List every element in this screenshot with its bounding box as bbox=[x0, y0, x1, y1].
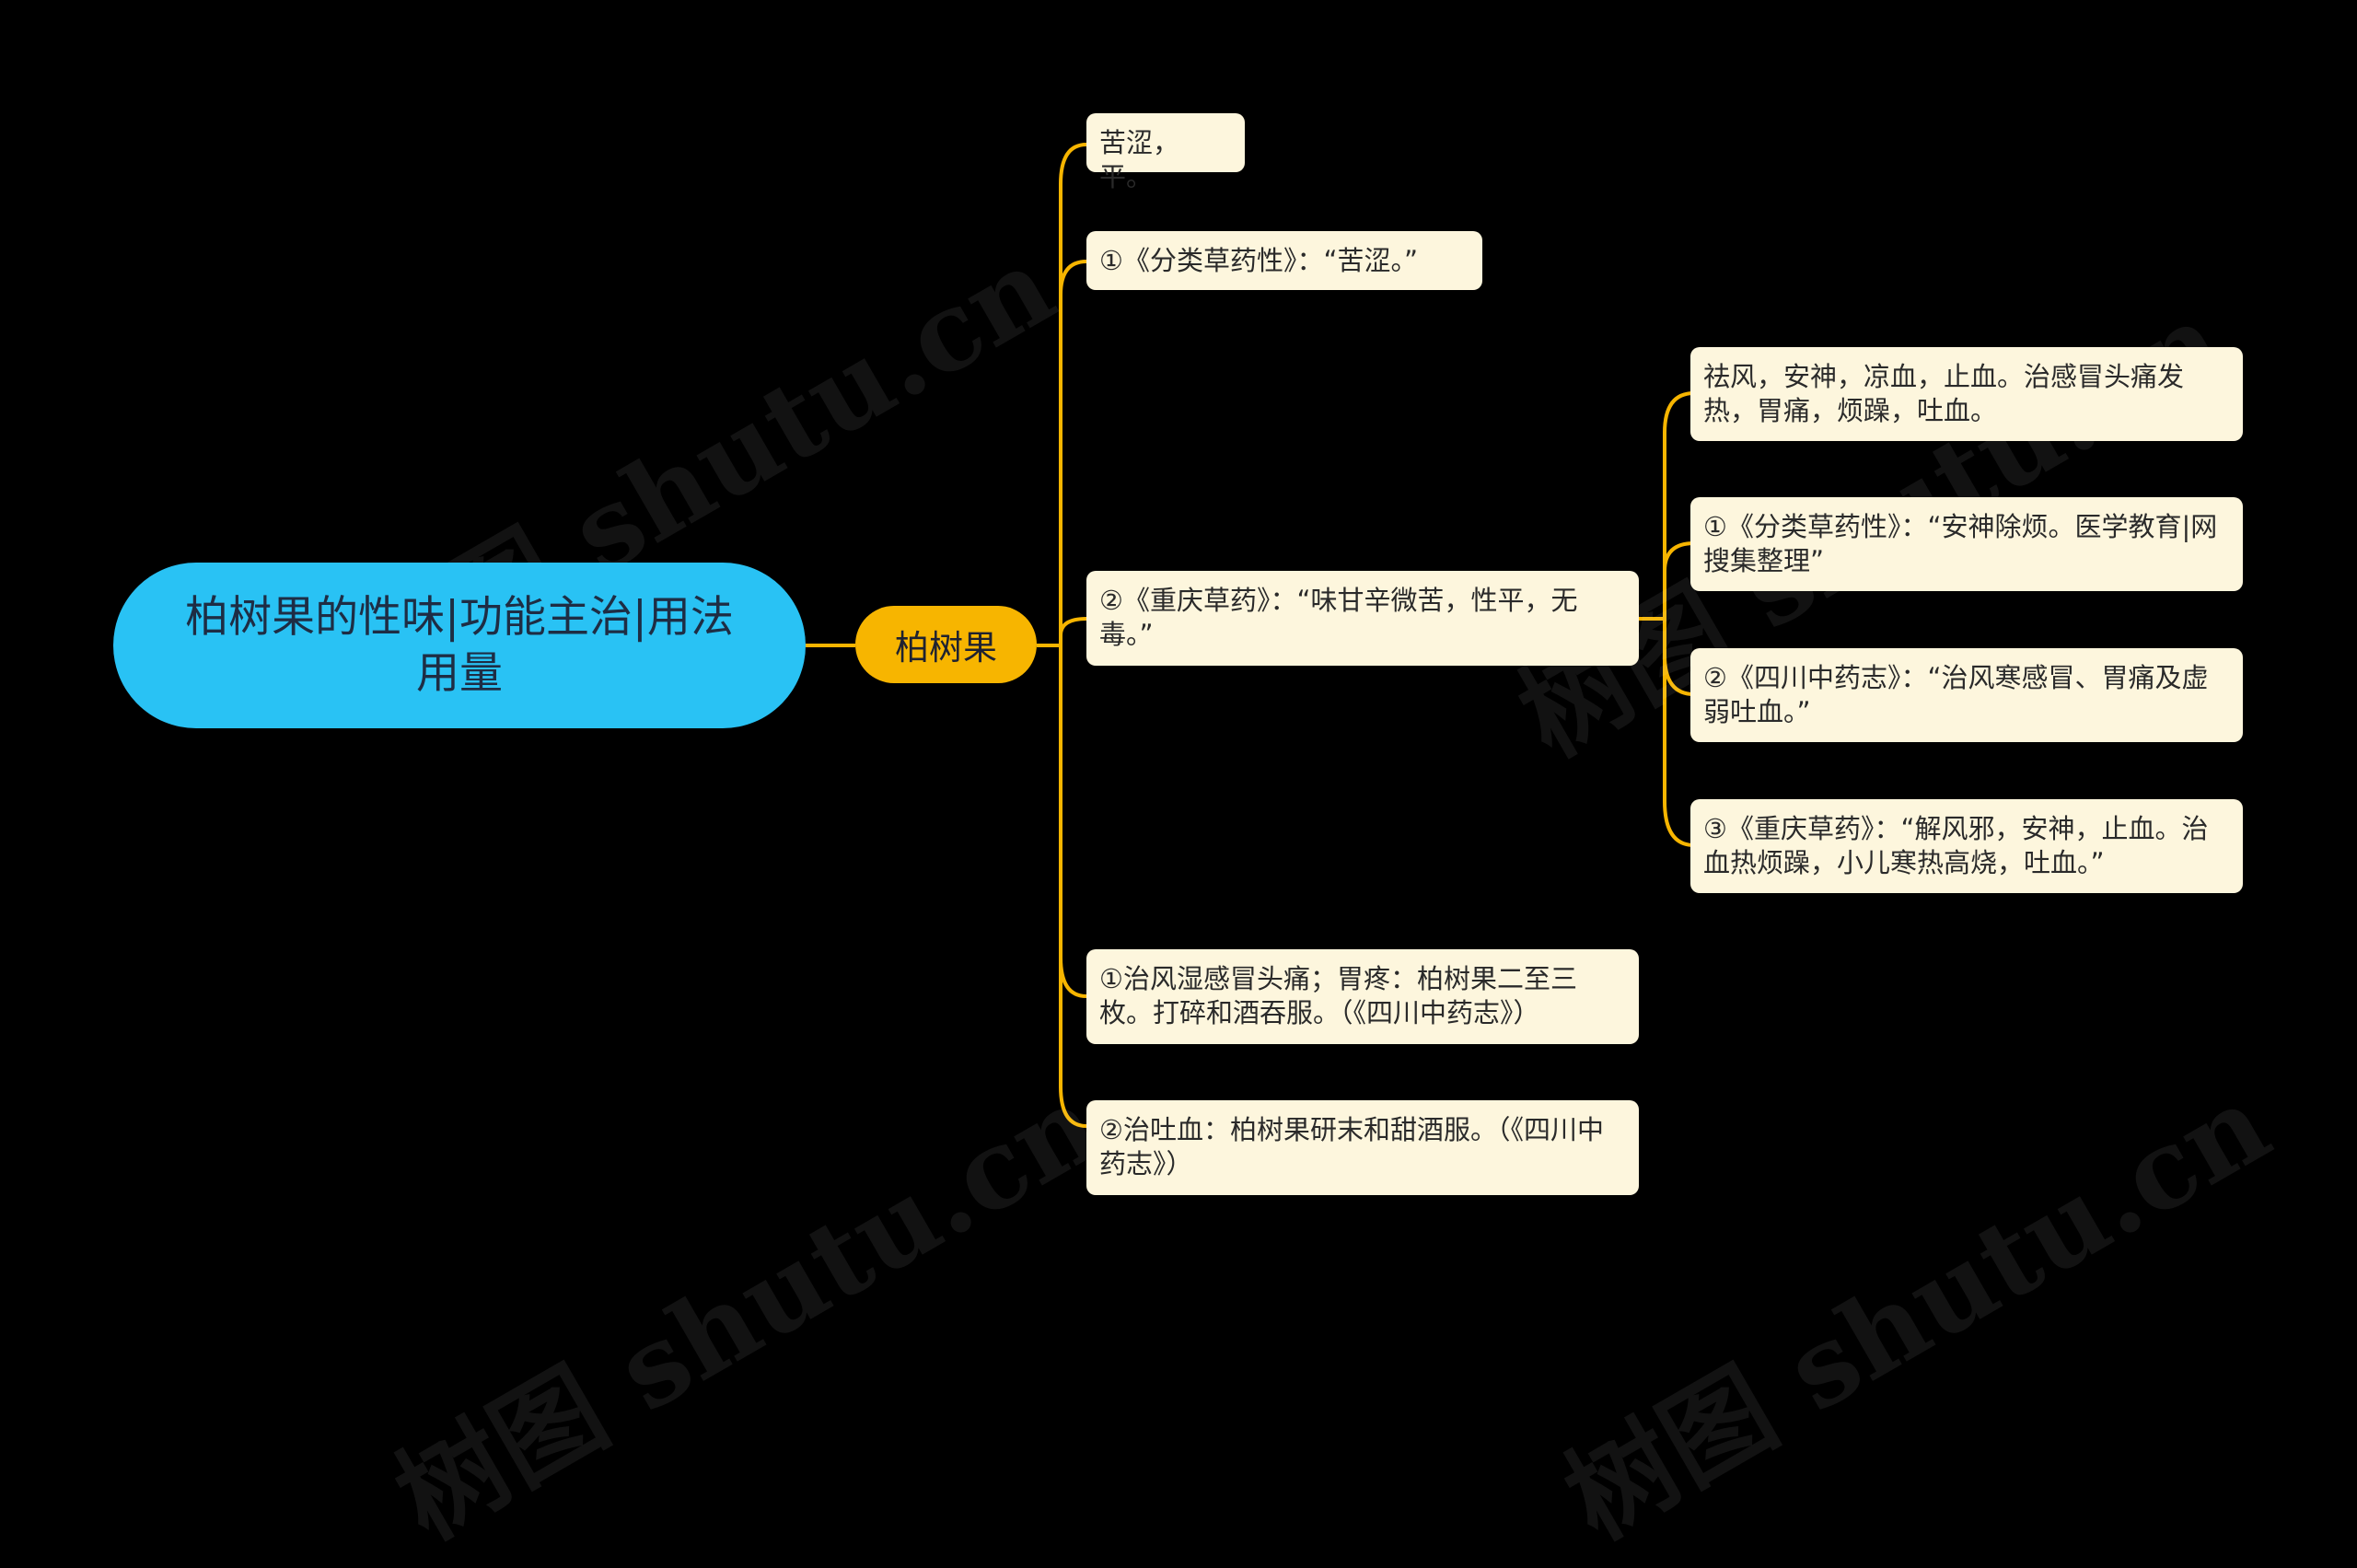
root-title: 柏树果的性味|功能主治|用法用量 bbox=[185, 592, 734, 699]
leaf-node[interactable]: ②治吐血：柏树果研末和甜酒服。（《四川中药志》） bbox=[1086, 1100, 1639, 1195]
subleaf-node[interactable]: 祛风，安神，凉血，止血。治感冒头痛发热，胃痛，烦躁，吐血。 bbox=[1690, 347, 2243, 441]
leaf-node[interactable]: 苦涩，平。 bbox=[1086, 113, 1245, 192]
leaf-node[interactable]: ①《分类草药性》：“苦涩。” bbox=[1086, 231, 1482, 290]
leaf-text: ②治吐血：柏树果研末和甜酒服。（《四川中药志》） bbox=[1099, 1114, 1604, 1179]
leaf-node[interactable]: ②《重庆草药》：“味甘辛微苦，性平，无毒。” bbox=[1086, 571, 1639, 666]
leaf-text: ①《分类草药性》：“苦涩。” bbox=[1099, 245, 1419, 276]
root-node[interactable]: 柏树果的性味|功能主治|用法用量 bbox=[113, 563, 806, 728]
leaf-text: 苦涩，平。 bbox=[1099, 127, 1180, 192]
branch-node[interactable]: 柏树果 bbox=[855, 606, 1037, 683]
subleaf-node[interactable]: ②《四川中药志》：“治风寒感冒、胃痛及虚弱吐血。” bbox=[1690, 648, 2243, 742]
subleaf-node[interactable]: ①《分类草药性》：“安神除烦。医学教育|网搜集整理” bbox=[1690, 497, 2243, 591]
subleaf-text: 祛风，安神，凉血，止血。治感冒头痛发热，胃痛，烦躁，吐血。 bbox=[1703, 361, 2185, 426]
branch-label: 柏树果 bbox=[895, 628, 997, 668]
subleaf-text: ①《分类草药性》：“安神除烦。医学教育|网搜集整理” bbox=[1703, 511, 2218, 576]
subleaf-text: ③《重庆草药》：“解风邪，安神，止血。治血热烦躁，小儿寒热高烧，吐血。” bbox=[1703, 813, 2209, 878]
connector-lines bbox=[806, 143, 1695, 1128]
leaf-text: ②《重庆草药》：“味甘辛微苦，性平，无毒。” bbox=[1099, 585, 1578, 650]
subleaf-node[interactable]: ③《重庆草药》：“解风邪，安神，止血。治血热烦躁，小儿寒热高烧，吐血。” bbox=[1690, 799, 2243, 893]
leaf-text: ①治风湿感冒头痛；胃疼：柏树果二至三枚。打碎和酒吞服。（《四川中药志》） bbox=[1099, 963, 1577, 1028]
subleaf-text: ②《四川中药志》：“治风寒感冒、胃痛及虚弱吐血。” bbox=[1703, 662, 2209, 727]
leaf-node[interactable]: ①治风湿感冒头痛；胃疼：柏树果二至三枚。打碎和酒吞服。（《四川中药志》） bbox=[1086, 949, 1639, 1044]
